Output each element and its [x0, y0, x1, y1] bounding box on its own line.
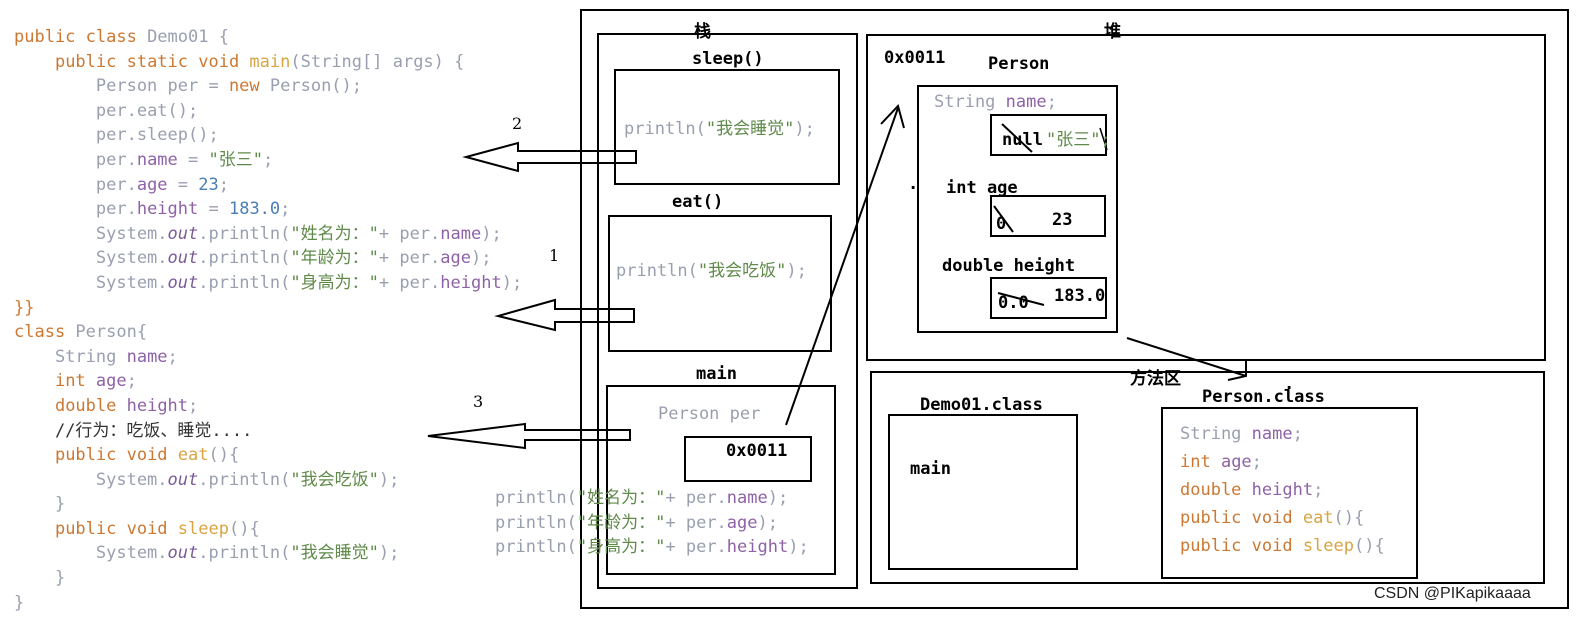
method-area-dot: . [1284, 374, 1295, 394]
code-line: per.eat(); [14, 100, 199, 121]
code-line: public static void main(String[] args) { [54, 51, 465, 72]
reference-line [785, 107, 899, 426]
member-line: double height; [1180, 480, 1324, 500]
stack-area [597, 33, 858, 589]
method-area-title: 方法区 [1130, 369, 1181, 389]
code-line: } [14, 494, 66, 515]
heap-class-name: Person [988, 54, 1050, 74]
main-var: Person per [658, 404, 761, 424]
member-line: public void sleep(){ [1180, 536, 1385, 556]
strike-null [1001, 123, 1033, 153]
code-line: //行为：吃饭、睡觉.... [14, 420, 253, 441]
code-line: Person per = new Person(); [14, 76, 363, 97]
code-line: println("年龄为："+ per.age); [495, 512, 778, 533]
person-class-members: String name; int age; double height; public… [1180, 420, 1385, 560]
code-line: println("我会吃饭"); [616, 261, 807, 281]
eat-frame-label: eat() [672, 192, 724, 212]
eat-frame [608, 215, 832, 352]
age-new-value: 23 [1052, 210, 1073, 230]
arrow-1-label: 1 [549, 246, 560, 265]
person-class-title: Person.class [1202, 387, 1325, 407]
member-line: int age; [1180, 452, 1262, 472]
code-line: println("身高为："+ per.height); [495, 537, 809, 558]
code-line: per.name = "张三"; [14, 149, 274, 170]
field-name-label: String name; [934, 90, 1057, 115]
source-code: public class Demo01 { public static void… [14, 25, 522, 615]
height-value-box [990, 277, 1107, 319]
field-age-label: int age [946, 178, 1018, 198]
code-line: } [14, 568, 66, 589]
main-frame [606, 385, 836, 575]
sleep-frame-label: sleep() [692, 49, 764, 69]
stack-title: 栈 [694, 22, 711, 42]
code-line: }} [14, 297, 35, 318]
member-line: String name; [1180, 424, 1303, 444]
code-line: double height; [54, 395, 199, 416]
code-line: String name; [934, 92, 1057, 112]
watermark: CSDN @PIKapikaaaa [1374, 585, 1531, 602]
code-line: public void eat(){ [54, 445, 240, 466]
demo-class-main: main [910, 459, 951, 479]
code-line: int age; [54, 371, 137, 392]
class-link-line [1126, 337, 1247, 377]
field-height-label: double height [942, 256, 1076, 276]
code-line: System.out.println("我会睡觉"); [14, 543, 400, 564]
age-value-box [990, 195, 1106, 237]
main-addr: 0x0011 [726, 441, 788, 461]
code-line: public class Demo01 { [14, 27, 229, 47]
code-line: } [14, 592, 25, 613]
main-print-lines: println("姓名为："+ per.name); println("年龄为："… [495, 486, 809, 560]
reference-arrowhead [880, 104, 905, 129]
code-line: public void sleep(){ [54, 518, 260, 539]
code-line: per.age = 23; [14, 174, 229, 195]
sleep-frame-body: println("我会睡觉"); [624, 117, 815, 142]
code-line: class Person{ [14, 322, 148, 343]
code-line: System.out.println("我会吃饭"); [14, 469, 400, 490]
height-new-value: 183.0 [1054, 286, 1106, 306]
main-addr-box [684, 436, 812, 482]
code-line: System.out.println("姓名为："+ per.name); [14, 223, 502, 244]
code-line: per.height = 183.0; [14, 199, 291, 220]
demo-class-box [888, 414, 1078, 570]
person-object [917, 85, 1118, 333]
age-old-value: 0 [996, 214, 1007, 234]
code-line: System.out.println("身高为："+ per.height); [14, 272, 523, 293]
sleep-frame [614, 69, 840, 185]
heap-dot: . [908, 174, 919, 194]
method-area [870, 371, 1545, 584]
name-new-value: "张三"; [1046, 130, 1111, 150]
strike-zero [993, 205, 1014, 233]
name-value-box [990, 114, 1107, 156]
demo-class-title: Demo01.class [920, 395, 1043, 415]
height-old-value: 0.0 [998, 293, 1029, 313]
heap-title: 堆 [1104, 22, 1121, 42]
strike-zero-zero [997, 292, 1045, 306]
memory-frame [580, 9, 1569, 609]
code-line: println("姓名为："+ per.name); [495, 488, 789, 508]
code-line: String name; [14, 346, 178, 367]
main-frame-label: main [696, 364, 737, 384]
code-line: per.sleep(); [14, 125, 219, 146]
arrow-3 [427, 422, 631, 450]
code-line: println("我会睡觉"); [624, 119, 815, 139]
heap-addr: 0x0011 [884, 48, 946, 68]
person-class-box [1161, 407, 1418, 579]
name-old-value: null [1002, 130, 1043, 150]
arrow-2-label: 2 [512, 114, 523, 133]
eat-frame-body: println("我会吃饭"); [616, 259, 807, 284]
arrow-1 [494, 298, 635, 332]
arrow-3-label: 3 [473, 392, 484, 411]
class-link-arrowhead [1227, 360, 1247, 381]
heap-area [866, 34, 1546, 361]
code-line: System.out.println("年龄为："+ per.age); [14, 248, 492, 269]
arrow-2 [462, 141, 637, 173]
member-line: public void eat(){ [1180, 508, 1365, 528]
